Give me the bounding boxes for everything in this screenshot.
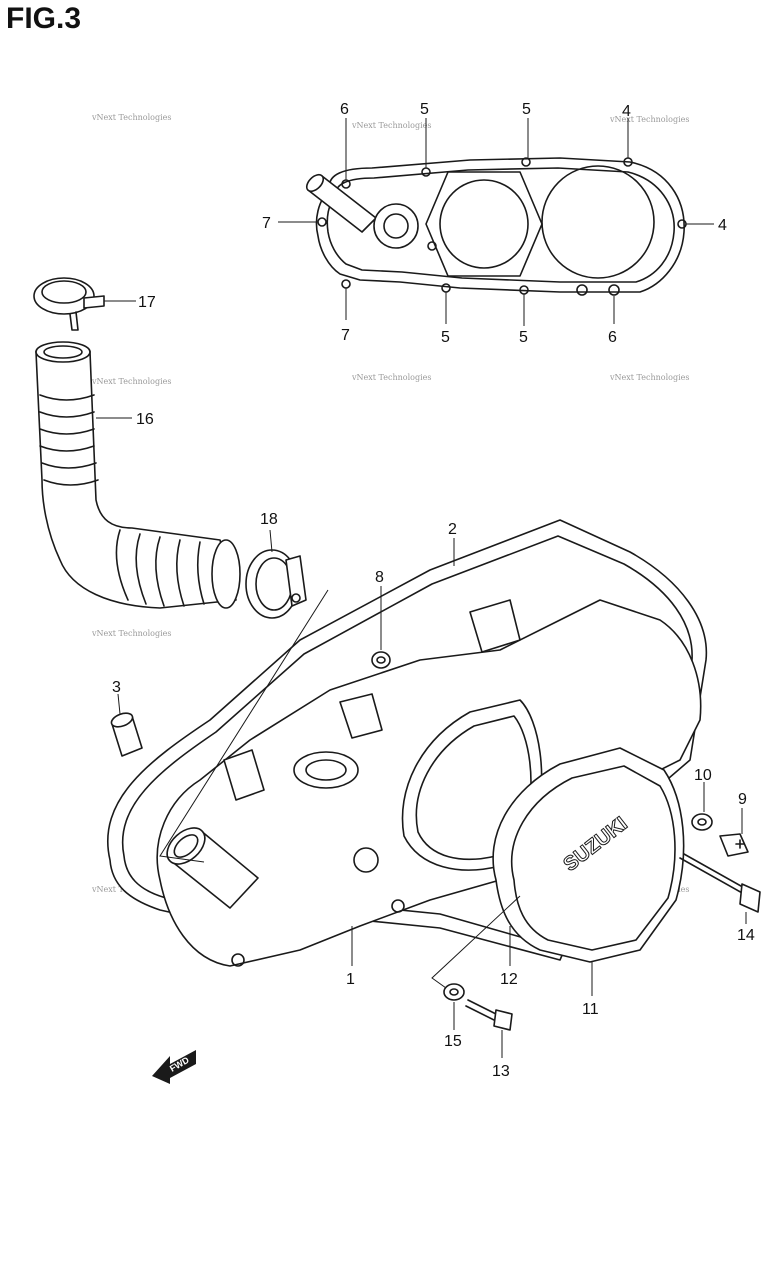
callout-labels: 6 5 5 4 7 4 7 5 5 6 17 16 18 2 8 3 10 9 … xyxy=(112,101,755,1080)
callout-9: 9 xyxy=(738,791,747,808)
watermark-text: vNext Technologies xyxy=(91,629,171,638)
callout-14: 14 xyxy=(737,927,755,944)
callout-3: 3 xyxy=(112,679,121,696)
washer-8 xyxy=(371,651,391,669)
callout-2: 2 xyxy=(448,521,457,538)
callout-10: 10 xyxy=(694,767,712,784)
watermark-text: vNext Technologies xyxy=(609,373,689,382)
intake-hose-16 xyxy=(35,341,241,609)
leader-lines xyxy=(96,118,747,1058)
watermark-text: vNext Technologies xyxy=(609,115,689,124)
callout-6: 6 xyxy=(608,329,617,346)
collar-3 xyxy=(110,712,143,757)
callout-4: 4 xyxy=(718,217,727,234)
callout-8: 8 xyxy=(375,569,384,586)
callout-1: 1 xyxy=(346,971,355,988)
callout-17: 17 xyxy=(138,294,156,311)
callout-11: 11 xyxy=(582,1001,599,1018)
callout-15: 15 xyxy=(444,1033,462,1050)
callout-12: 12 xyxy=(500,971,518,988)
inner-cover-top xyxy=(305,157,687,296)
callout-16: 16 xyxy=(136,411,154,428)
callout-5: 5 xyxy=(420,101,429,118)
callout-7: 7 xyxy=(262,215,271,232)
callout-5: 5 xyxy=(519,329,528,346)
callout-5: 5 xyxy=(522,101,531,118)
callout-7: 7 xyxy=(341,327,350,344)
hose-clamp-17 xyxy=(33,277,105,331)
watermark-text: vNext Technologies xyxy=(91,377,171,386)
bolt-13 xyxy=(465,999,513,1031)
washer-10 xyxy=(691,813,713,831)
clutch-cover-11: SUZUKI xyxy=(492,747,685,963)
forward-direction-arrow: FWD xyxy=(152,1050,196,1084)
callout-4: 4 xyxy=(622,103,631,120)
watermark-text: vNext Technologies xyxy=(351,121,431,130)
callout-6: 6 xyxy=(340,101,349,118)
washer-15 xyxy=(443,983,465,1001)
watermark-text: vNext Technologies xyxy=(91,113,171,122)
hose-clamp-18 xyxy=(245,549,307,619)
figure-title: FIG.3 xyxy=(6,2,82,35)
bolt-9 xyxy=(719,833,749,857)
callout-5: 5 xyxy=(441,329,450,346)
callout-13: 13 xyxy=(492,1063,510,1080)
watermark-text: vNext Technologies xyxy=(351,373,431,382)
bolt-14 xyxy=(679,853,761,913)
callout-18: 18 xyxy=(260,511,278,528)
